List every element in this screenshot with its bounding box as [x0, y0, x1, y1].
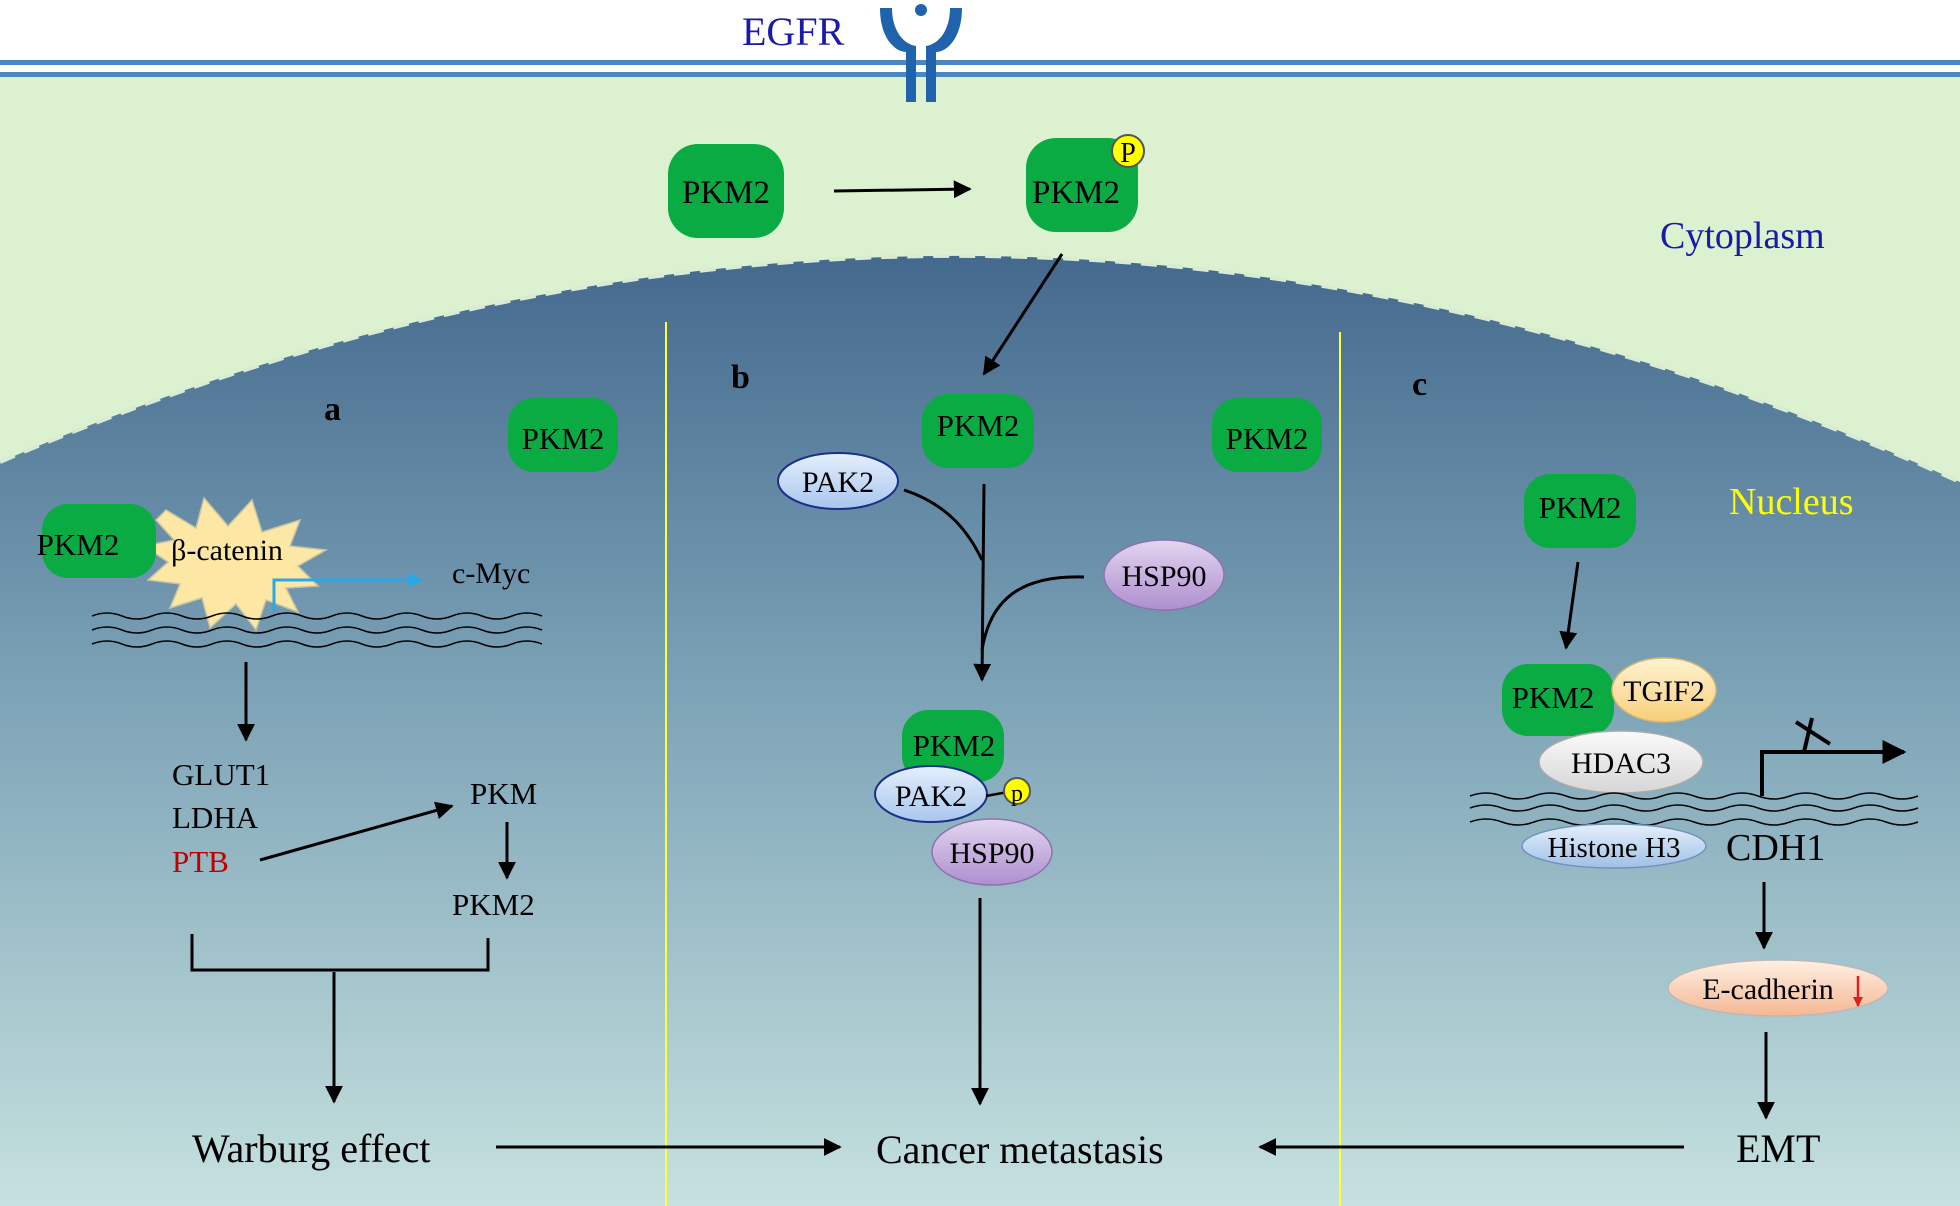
ptb-label: PTB [172, 844, 229, 879]
phosphate-icon: P [1111, 134, 1145, 169]
svg-text:PKM2: PKM2 [1512, 680, 1595, 715]
cytoplasm-label: Cytoplasm [1660, 215, 1825, 257]
svg-text:PKM2: PKM2 [682, 175, 770, 211]
complex-assembly-arrows [903, 483, 1085, 682]
panel-label-b: b [731, 359, 750, 396]
svg-text:PKM2: PKM2 [1032, 175, 1120, 211]
pkm-label: PKM [470, 776, 537, 811]
svg-text:p: p [1011, 781, 1023, 807]
c-myc-arrow [272, 572, 424, 612]
phospho-pkm2-blob: PKM2 [1026, 138, 1138, 232]
pkm2-blob-beta-catenin: PKM2 [37, 504, 156, 578]
arrow-pkm2-phosphorylation [833, 180, 972, 199]
panel-label-c: c [1412, 366, 1427, 403]
svg-text:HDAC3: HDAC3 [1571, 747, 1671, 780]
bracket-warburg [190, 934, 490, 972]
svg-text:HSP90: HSP90 [949, 837, 1034, 870]
pkm2-tgif2-hdac3-complex: PKM2 TGIF2 HDAC3 [1502, 657, 1717, 794]
emt-label: EMT [1736, 1126, 1820, 1171]
svg-text:PKM2: PKM2 [522, 421, 605, 456]
egfr-receptor-icon [880, 4, 962, 102]
svg-text:PKM2: PKM2 [37, 527, 120, 562]
pkm2-splice-label: PKM2 [452, 887, 535, 922]
transcription-start-blocked [1760, 717, 1907, 796]
nuclear-envelope [0, 253, 1960, 484]
pak2-oval: PAK2 [777, 452, 899, 510]
svg-text:P: P [1120, 138, 1136, 169]
svg-text:HSP90: HSP90 [1121, 560, 1206, 593]
arrow-pkm2-to-complex [1559, 561, 1580, 650]
arrow-nuclear-translocation [982, 253, 1064, 376]
svg-text:PAK2: PAK2 [802, 466, 874, 499]
svg-text:PKM2: PKM2 [937, 408, 1020, 443]
egfr-label: EGFR [742, 9, 845, 54]
svg-text:PKM2: PKM2 [913, 728, 996, 763]
pkm2-pak2-hsp90-complex: PAK2 PKM2 p HSP90 [874, 710, 1053, 886]
svg-text:Histone H3: Histone H3 [1548, 832, 1681, 864]
svg-text:PAK2: PAK2 [895, 780, 967, 813]
pkm2-blob-nucleus-b: PKM2 [922, 394, 1034, 468]
beta-catenin-label: β-catenin [171, 534, 283, 567]
histone-h3-oval: Histone H3 [1521, 823, 1707, 869]
svg-text:PKM2: PKM2 [1226, 421, 1309, 456]
dna-strand-c [1469, 792, 1919, 826]
pkm2-blob-nucleus-b2: PKM2 [1212, 398, 1322, 472]
cancer-metastasis-label: Cancer metastasis [876, 1127, 1164, 1172]
panel-label-a: a [324, 391, 341, 428]
beta-catenin-burst [142, 496, 329, 632]
block-icon [1794, 720, 1832, 746]
svg-text:TGIF2: TGIF2 [1623, 675, 1705, 708]
glut1-label: GLUT1 [172, 757, 270, 792]
hsp90-oval: HSP90 [1103, 539, 1225, 611]
svg-text:E-cadherin: E-cadherin [1702, 973, 1834, 1006]
pkm2-blob-cytoplasm: PKM2 [668, 144, 784, 238]
dna-strand-a [91, 612, 543, 648]
svg-text:PKM2: PKM2 [1539, 490, 1622, 525]
e-cadherin-oval: E-cadherin [1667, 959, 1889, 1017]
nucleus-label: Nucleus [1729, 481, 1854, 523]
cell-membrane [0, 60, 1960, 77]
ldha-label: LDHA [172, 800, 259, 835]
c-myc-label: c-Myc [452, 557, 530, 590]
pkm2-blob-nucleus-a: PKM2 [508, 398, 618, 472]
arrow-ptb-to-pkm [259, 801, 454, 862]
cdh1-label: CDH1 [1726, 827, 1825, 869]
warburg-effect-label: Warburg effect [192, 1126, 431, 1171]
pkm2-blob-nucleus-c: PKM2 [1524, 474, 1636, 548]
